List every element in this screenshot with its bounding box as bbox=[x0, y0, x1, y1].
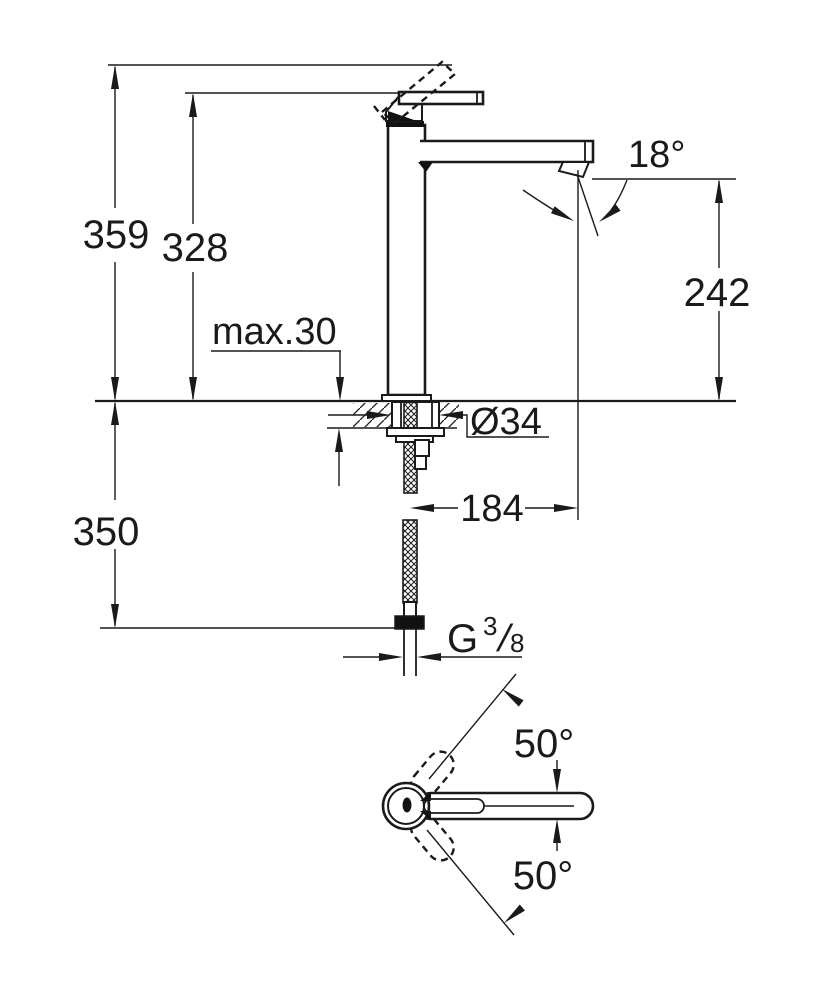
below-counter-length-label: 350 bbox=[73, 510, 140, 554]
max-counter-thickness-label: max.30 bbox=[212, 311, 337, 353]
base-plate bbox=[381, 394, 432, 402]
lever-handle bbox=[397, 90, 485, 106]
outlet-angle-line bbox=[576, 173, 599, 237]
lever-height-label: 328 bbox=[162, 226, 229, 270]
faucet-body bbox=[386, 123, 427, 397]
connector-nut bbox=[394, 615, 425, 630]
lever-base-shadow bbox=[388, 111, 417, 121]
swivel-axis-upper bbox=[428, 673, 517, 780]
dimension-swivel-upper: 50° bbox=[502, 689, 575, 793]
cartridge-band bbox=[386, 121, 424, 127]
lever-raised-dashed bbox=[380, 60, 457, 125]
dimension-below-counter-length: 350 bbox=[73, 401, 140, 628]
swivel-upper-label: 50° bbox=[514, 722, 575, 766]
dimension-hole-diameter: Ø34 bbox=[328, 401, 549, 443]
swivel-lower-label: 50° bbox=[513, 854, 574, 898]
mounting-assembly bbox=[386, 401, 445, 676]
outlet-height-label: 242 bbox=[684, 271, 751, 315]
dimension-max-counter-thickness: max.30 bbox=[211, 311, 344, 486]
swivel-axis-lower bbox=[426, 829, 515, 936]
spout-underside-lip bbox=[418, 162, 433, 172]
outlet-angle-label: 18° bbox=[628, 134, 685, 176]
spout bbox=[420, 139, 595, 164]
fitting-block-upper bbox=[414, 439, 430, 457]
dimension-outlet-height: 242 bbox=[684, 179, 751, 401]
hose-ferrule bbox=[403, 601, 417, 618]
dimension-overall-height: 359 bbox=[83, 65, 150, 401]
thread-denominator-label: 8 bbox=[510, 628, 524, 658]
thread-numerator-label: 3 bbox=[483, 611, 497, 641]
dimension-thread: G 3 / 8 bbox=[343, 611, 524, 661]
overall-height-label: 359 bbox=[83, 213, 150, 257]
dimension-outlet-angle: 18° bbox=[522, 134, 685, 222]
hole-diameter-label: Ø34 bbox=[470, 401, 542, 443]
aerator-tip bbox=[557, 161, 591, 179]
front-view: 359 328 max.30 242 18 bbox=[73, 60, 751, 676]
top-view: 50° 50° bbox=[381, 673, 595, 936]
fitting-block-lower bbox=[414, 455, 427, 470]
projection-label: 184 bbox=[460, 488, 523, 530]
dimension-lever-height: 328 bbox=[162, 93, 229, 401]
thread-letter-label: G bbox=[447, 617, 478, 661]
handle-pivot-dot bbox=[402, 797, 412, 813]
supply-hose bbox=[402, 519, 418, 604]
dimension-projection: 184 bbox=[410, 488, 578, 530]
dimension-swivel-lower: 50° bbox=[504, 819, 574, 923]
faucet-front bbox=[373, 60, 595, 402]
lever-raised-dash-detail bbox=[373, 105, 386, 121]
mounting-washer bbox=[386, 427, 445, 437]
